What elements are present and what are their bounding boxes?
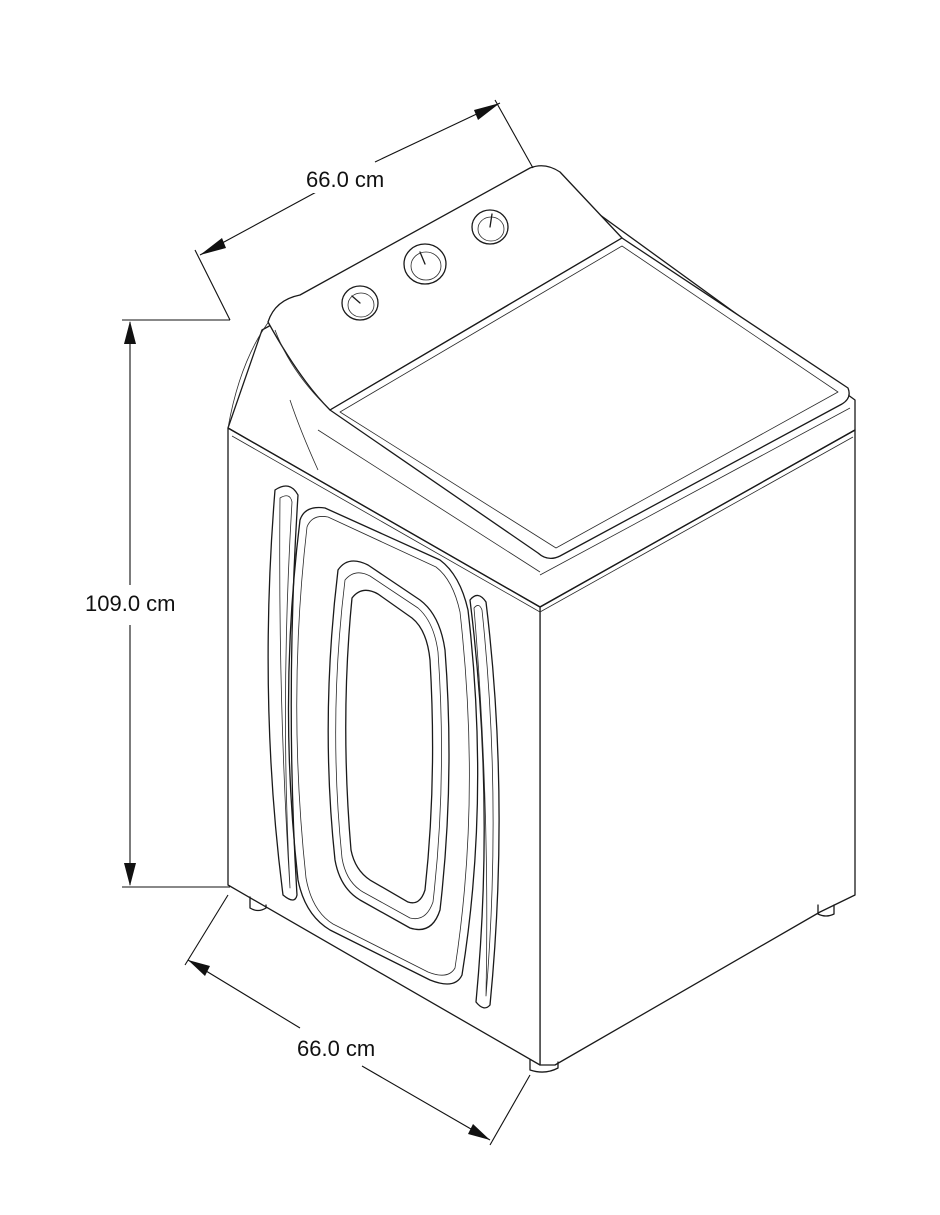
height-label: 109.0 cm (82, 591, 179, 617)
depth-dimension (184, 894, 531, 1146)
washer-cabinet (227, 174, 856, 1066)
knob-right-icon (471, 209, 509, 245)
control-knobs (341, 209, 509, 321)
knob-center-icon (403, 243, 447, 285)
width-dimension (194, 99, 534, 321)
washer-top (267, 165, 851, 576)
depth-label: 66.0 cm (294, 1036, 379, 1062)
front-panel-design (267, 485, 500, 1009)
width-label: 66.0 cm (303, 167, 388, 193)
washer-feet (249, 896, 835, 1073)
knob-left-icon (341, 285, 379, 321)
height-dimension (122, 319, 230, 888)
